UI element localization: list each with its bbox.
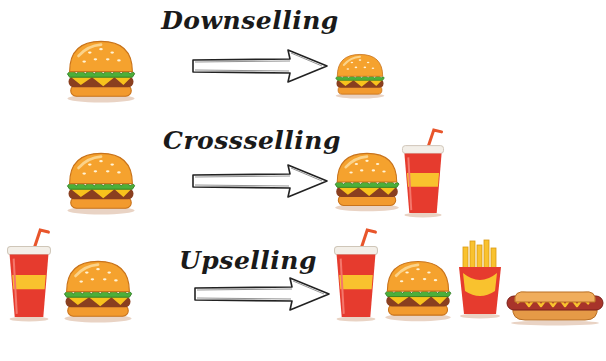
drink-cup xyxy=(402,130,443,218)
small-burger xyxy=(336,54,385,98)
hand-drawn-arrow xyxy=(193,165,327,197)
burger xyxy=(335,153,399,211)
drink-cup xyxy=(8,230,51,321)
strategy-label: Crossselling xyxy=(163,126,341,155)
hot-dog xyxy=(507,292,603,326)
burger xyxy=(64,261,131,322)
burger xyxy=(67,41,134,102)
hand-drawn-arrow xyxy=(195,278,329,310)
burger xyxy=(385,262,451,322)
drink-cup xyxy=(335,230,378,321)
hand-drawn-arrow xyxy=(193,50,327,82)
strategy-label: Downselling xyxy=(161,6,339,35)
strategy-label: Upselling xyxy=(179,246,317,275)
fries xyxy=(459,240,501,319)
burger xyxy=(67,153,134,214)
